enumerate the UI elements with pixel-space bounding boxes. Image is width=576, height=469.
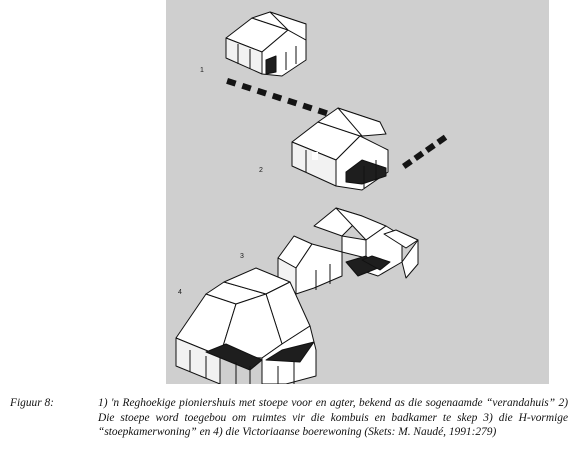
house-3-stoepkamerwoning <box>277 207 419 295</box>
caption-label: Figuur 8: <box>10 397 54 409</box>
house-1-verandahuis <box>225 11 307 77</box>
figure-illustration: 1 2 3 4 <box>166 0 549 384</box>
house-2-toegeboude-stoep <box>291 107 389 191</box>
stage-number-1: 1 <box>200 67 204 74</box>
house-evolution-sketch: 1 2 3 4 <box>175 11 448 384</box>
stage-number-3: 3 <box>240 253 244 260</box>
house-4-victoriaanse-boerewoning <box>175 267 317 384</box>
stage-number-4: 4 <box>178 289 182 296</box>
caption-text: 1) 'n Reghoekige pioniershuis met stoepe… <box>98 397 568 439</box>
stage-number-2: 2 <box>259 167 263 174</box>
